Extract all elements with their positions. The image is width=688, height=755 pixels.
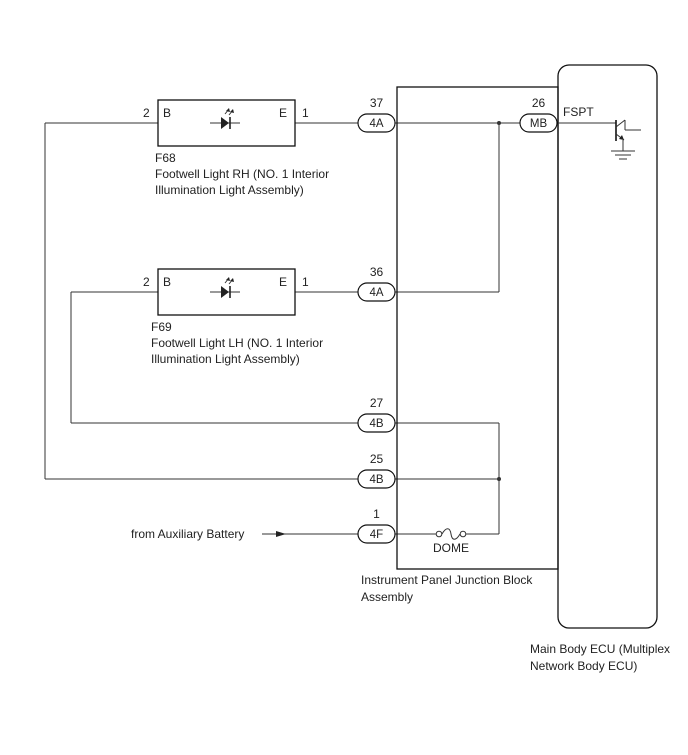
light-lh-terminal-e: E [279,275,287,289]
ground-icon [611,140,635,160]
footwell-light-lh: 2 B E 1 F69 Footwell Light LH (NO. 1 Int… [143,268,323,366]
junction-block-label-2: Assembly [361,590,413,604]
connector-pin: 1 [373,507,380,521]
light-rh-terminal-b: B [163,106,171,120]
connector-name: MB [530,118,548,130]
fuse-label: DOME [433,541,469,555]
light-rh-pin-right: 1 [302,106,309,120]
light-rh-outline [157,99,296,147]
transistor-icon [558,119,641,141]
connector-mb-26: MB 26 [519,96,558,133]
fuse-icon [435,528,467,540]
splice-dot [497,121,501,125]
ecu-label-2: Network Body ECU) [530,659,637,673]
light-lh-outline [157,268,296,316]
light-rh-terminal-e: E [279,106,287,120]
light-lh-terminal-b: B [163,275,171,289]
arrow-right-icon [276,531,286,537]
light-lh-pin-left: 2 [143,275,150,289]
led-icon [210,277,240,298]
splice-dot [497,477,501,481]
light-rh-pin-left: 2 [143,106,150,120]
light-lh-pin-right: 1 [302,275,309,289]
connector-name: 4B [369,418,383,430]
connector-4a-37: 4A 37 [357,96,396,133]
battery-source-label: from Auxiliary Battery [131,527,244,541]
ecu-label-1: Main Body ECU (Multiplex [530,642,670,656]
connector-4b-27: 4B 27 [357,396,396,433]
light-rh-code: F68 [155,151,176,165]
connector-name: 4B [369,474,383,486]
connector-4a-36: 4A 36 [357,265,396,302]
connector-4b-25: 4B 25 [357,452,396,489]
connector-name: 4A [369,287,383,299]
ecu-outline [557,64,658,629]
light-lh-code: F69 [151,320,172,334]
connector-pin: 26 [532,96,546,110]
connector-4f-1: 4F 1 [357,507,396,544]
junction-block-label-1: Instrument Panel Junction Block [361,573,533,587]
led-icon [210,108,240,129]
junction-block-outline [396,86,559,570]
ecu-terminal-fspt: FSPT [563,105,594,119]
connector-pin: 37 [370,96,384,110]
light-rh-name-1: Footwell Light RH (NO. 1 Interior [155,167,329,181]
connector-pin: 36 [370,265,384,279]
connector-name: 4A [369,118,383,130]
connector-pin: 25 [370,452,384,466]
light-lh-name-1: Footwell Light LH (NO. 1 Interior [151,336,323,350]
light-rh-name-2: Illumination Light Assembly) [155,183,304,197]
connector-pin: 27 [370,396,384,410]
connector-name: 4F [370,529,383,541]
light-lh-name-2: Illumination Light Assembly) [151,352,300,366]
footwell-light-rh: 2 B E 1 F68 Footwell Light RH (NO. 1 Int… [143,99,329,197]
